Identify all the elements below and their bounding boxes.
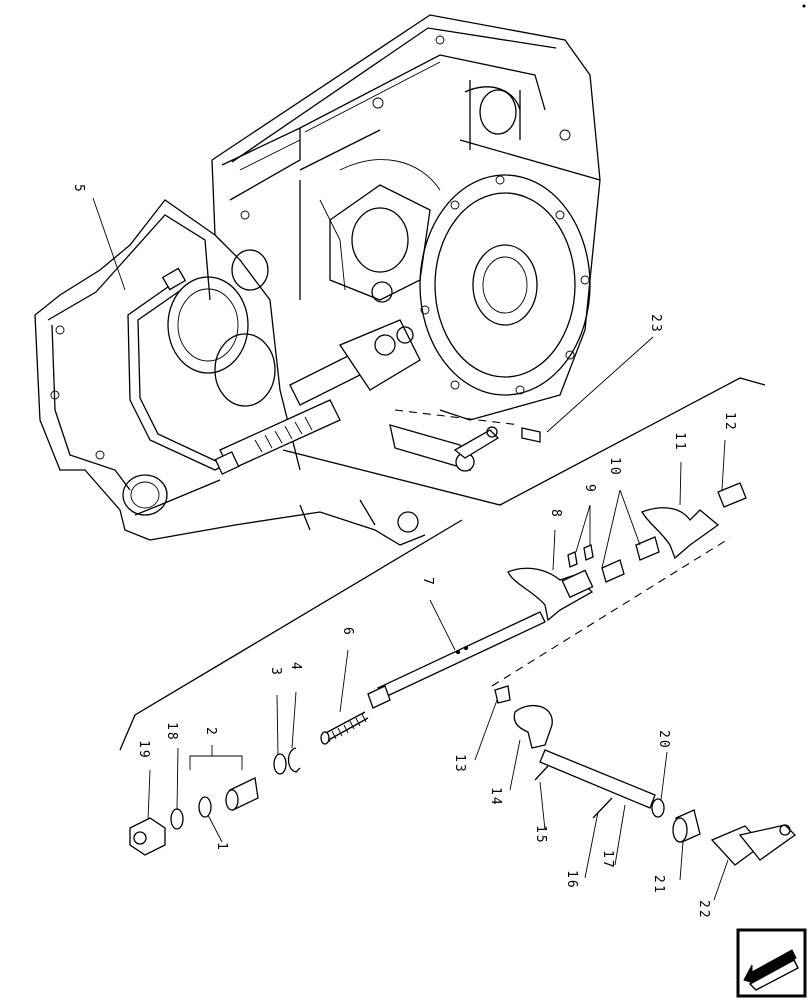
callout-23: 23 (648, 314, 663, 334)
callout-1: 1 (214, 842, 229, 852)
callout-11: 11 (672, 432, 687, 452)
callout-16: 16 (564, 870, 579, 890)
transmission-housing (34, 14, 601, 546)
callout-5: 5 (71, 184, 86, 194)
callout-17: 17 (600, 850, 615, 870)
callout-9: 9 (582, 484, 597, 494)
callout-3: 3 (268, 667, 283, 677)
corner-dot (802, 4, 806, 8)
callout-4: 4 (288, 662, 303, 672)
callout-15: 15 (533, 825, 548, 845)
callout-21: 21 (651, 875, 666, 895)
spring-part (320, 711, 369, 745)
leader-lines (92, 197, 729, 901)
callout-6: 6 (340, 627, 355, 637)
callout-7: 7 (420, 577, 435, 587)
callout-12: 12 (722, 412, 737, 432)
exploded-parts (129, 482, 797, 866)
callout-2: 2 (203, 727, 218, 737)
callout-labels: 5 23 12 11 10 9 8 7 6 4 3 2 18 19 1 13 1… (71, 184, 737, 920)
callout-14: 14 (488, 787, 503, 807)
callout-10: 10 (607, 457, 622, 477)
callout-20: 20 (656, 730, 671, 750)
callout-13: 13 (452, 754, 467, 774)
callout-22: 22 (696, 900, 711, 920)
callout-19: 19 (136, 740, 151, 760)
previous-page-arrow-icon[interactable] (736, 928, 807, 998)
callout-8: 8 (548, 509, 563, 519)
callout-18: 18 (164, 722, 179, 742)
section-border-lines (119, 377, 766, 751)
